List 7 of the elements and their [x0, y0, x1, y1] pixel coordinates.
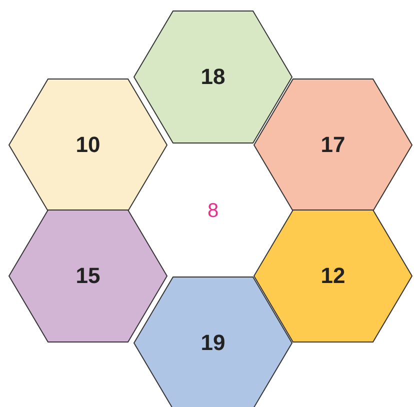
number-hexagon: 15	[8, 209, 168, 343]
number-hexagon: 19	[133, 276, 293, 407]
number-hexagon: 12	[253, 209, 413, 343]
number-hexagon: 17	[253, 78, 413, 212]
number-hexagon: 18	[133, 10, 293, 144]
center-number: 8	[208, 200, 219, 222]
number-hexagon: 10	[8, 78, 168, 212]
